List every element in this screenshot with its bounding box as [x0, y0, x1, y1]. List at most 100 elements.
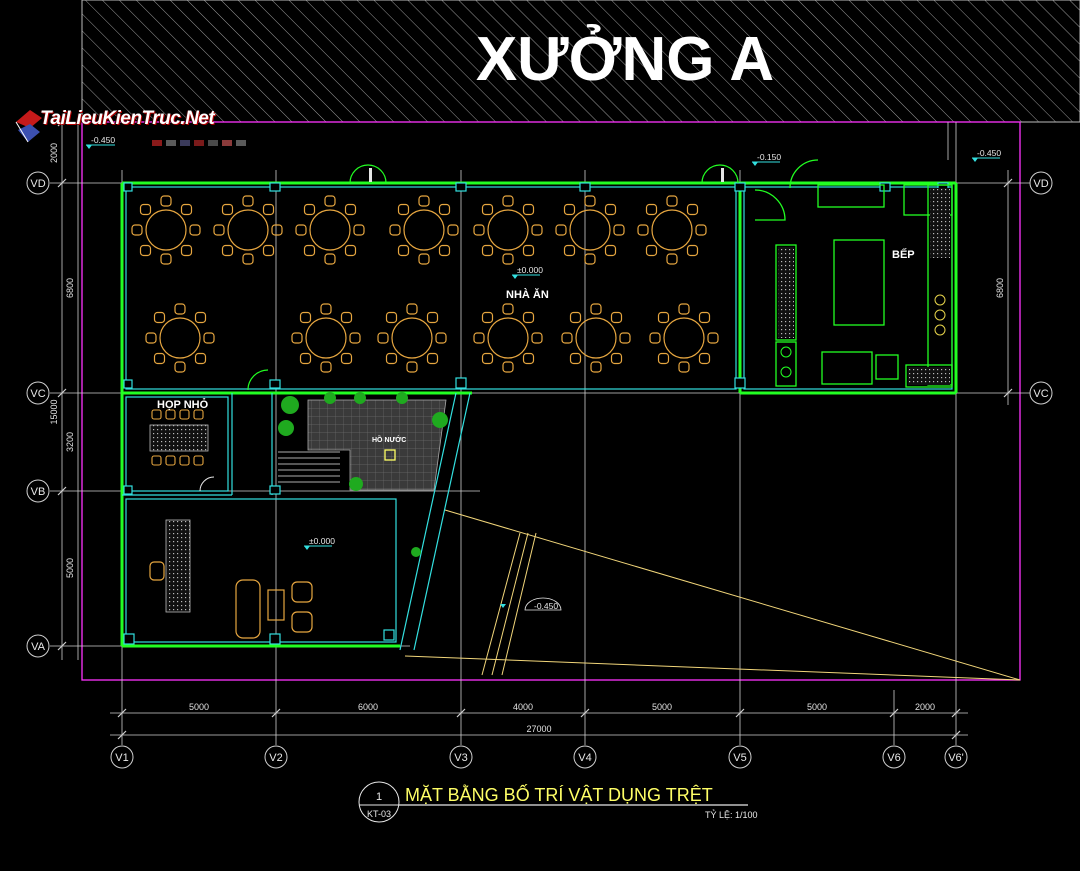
- level-ramp: -0.450: [534, 601, 558, 611]
- level-lobby: ±0.000: [309, 536, 335, 546]
- dim-left-1: 2000: [49, 143, 59, 163]
- columns: [123, 182, 949, 645]
- dining-chair: [271, 224, 283, 236]
- dining-chair: [385, 311, 398, 324]
- dining-chair: [666, 253, 678, 265]
- dining-chair: [637, 224, 649, 236]
- room-label-dining: NHÀ ĂN: [506, 288, 549, 301]
- dining-chair: [160, 195, 172, 207]
- dining-chair: [418, 253, 430, 265]
- grid-row-vd-right: VD: [1033, 178, 1048, 190]
- dining-table: [377, 303, 447, 373]
- dining-chair: [481, 352, 494, 365]
- watermark-text: TaiLieuKienTruc.Net: [40, 108, 215, 129]
- dining-chair: [695, 224, 707, 236]
- dining-chair: [531, 224, 543, 236]
- dining-chair: [262, 203, 275, 216]
- dining-chair: [678, 361, 690, 373]
- ramp-level-arc: [524, 597, 562, 611]
- workshop-a-label: XƯỞNG A: [476, 25, 774, 94]
- dining-chair: [203, 332, 215, 344]
- watermark-logo-icon: [15, 110, 42, 143]
- dining-chair: [447, 224, 459, 236]
- dining-chair: [299, 311, 312, 324]
- dining-chair: [344, 244, 357, 257]
- dining-table: [555, 195, 625, 265]
- level-kitchen-door: -0.150: [757, 152, 781, 162]
- dining-chair: [438, 244, 451, 257]
- dining-chair: [153, 311, 166, 324]
- dining-chair: [262, 244, 275, 257]
- level-top-right: -0.450: [977, 148, 1001, 158]
- grid-row-vc-right: VC: [1033, 388, 1048, 400]
- dining-chair: [160, 253, 172, 265]
- dining-table: [637, 195, 707, 265]
- dining-chair: [502, 253, 514, 265]
- dining-table: [295, 195, 365, 265]
- dining-chair: [473, 224, 485, 236]
- dining-chair: [657, 352, 670, 365]
- grid-col-v4: V4: [578, 752, 591, 764]
- dining-chair: [389, 224, 401, 236]
- inner-walls: [122, 186, 953, 651]
- dining-chair: [377, 332, 389, 344]
- dining-chair: [213, 224, 225, 236]
- dining-chair: [385, 352, 398, 365]
- watermark-dots: [152, 140, 246, 146]
- drawing-title: MẶT BẰNG BỐ TRÍ VẬT DỤNG TRỆT: [405, 784, 713, 805]
- dim-bottom-total: 27000: [526, 724, 551, 734]
- grid-row-va: VA: [31, 641, 46, 653]
- dining-chair: [242, 195, 254, 207]
- grid-col-v6: V6: [887, 752, 900, 764]
- dining-table: [561, 303, 631, 373]
- dining-table: [649, 303, 719, 373]
- dimension-lines: [61, 122, 1009, 736]
- pond-area: [278, 392, 448, 557]
- dining-chair: [153, 352, 166, 365]
- dining-chair: [397, 203, 410, 216]
- grid-row-vc-left: VC: [30, 388, 45, 400]
- dining-chair: [481, 311, 494, 324]
- dining-chair: [686, 244, 699, 257]
- dining-chair: [678, 303, 690, 315]
- dining-chair: [406, 303, 418, 315]
- dining-table: [145, 303, 215, 373]
- dining-table: [213, 195, 283, 265]
- dining-chair: [645, 244, 658, 257]
- dining-chair: [406, 361, 418, 373]
- dining-chair: [522, 311, 535, 324]
- grid-row-vb: VB: [31, 486, 46, 498]
- dining-chair: [139, 244, 152, 257]
- title-block: 1 KT-03 MẶT BẰNG BỐ TRÍ VẬT DỤNG TRỆT TỶ…: [358, 781, 758, 823]
- dim-bottom-2: 6000: [358, 702, 378, 712]
- dining-chair: [303, 244, 316, 257]
- dim-bottom-5: 5000: [807, 702, 827, 712]
- dining-chair: [604, 203, 617, 216]
- dining-chair: [610, 311, 623, 324]
- dining-chair: [649, 332, 661, 344]
- dining-chair: [555, 224, 567, 236]
- doors: [247, 164, 739, 391]
- workshop-a-block: XƯỞNG A: [81, 0, 1080, 123]
- dining-chair: [584, 253, 596, 265]
- site-boundary: [81, 121, 1021, 681]
- dining-chair: [502, 361, 514, 373]
- dining-table: [473, 303, 543, 373]
- dining-chair: [502, 303, 514, 315]
- dining-chair: [666, 195, 678, 207]
- dining-chair: [194, 352, 207, 365]
- grid-bubbles: [26, 171, 1053, 769]
- dining-chair: [145, 332, 157, 344]
- dining-chair: [180, 203, 193, 216]
- dining-chair: [698, 311, 711, 324]
- dining-chair: [397, 244, 410, 257]
- dining-chair: [291, 332, 303, 344]
- dining-chair: [584, 195, 596, 207]
- dim-left-3: 3200: [65, 432, 75, 452]
- dining-chair: [522, 244, 535, 257]
- dining-chair: [522, 352, 535, 365]
- dining-table: [473, 195, 543, 265]
- grid-col-v6-prime: V6': [948, 752, 964, 764]
- dining-chair: [645, 203, 658, 216]
- dining-chair: [481, 203, 494, 216]
